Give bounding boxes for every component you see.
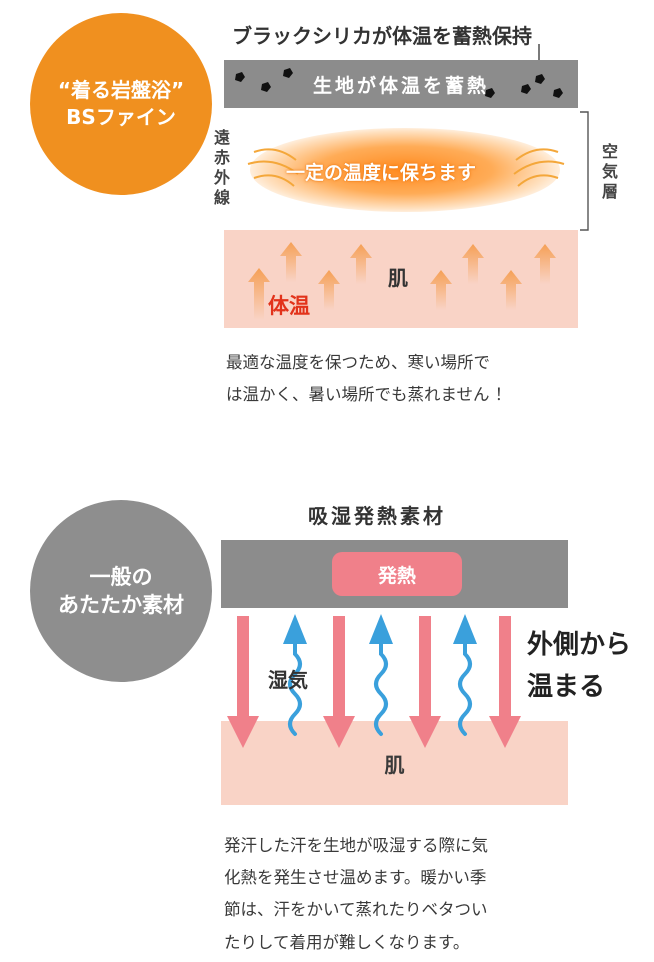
up-arrow — [248, 268, 270, 320]
up-arrow — [318, 270, 340, 310]
skin-layer-top — [224, 230, 578, 328]
skin-label-bottom: 肌 — [384, 752, 405, 777]
moisture-arrowhead — [283, 614, 307, 644]
silica-dot — [283, 68, 293, 78]
outside-warm-label: 外側から 温まる — [527, 625, 631, 708]
infrared-wave-icons — [247, 148, 565, 187]
moisture-arrowhead — [369, 614, 393, 644]
air-layer-bracket — [580, 111, 589, 231]
up-arrow — [430, 270, 452, 310]
down-arrow — [409, 616, 441, 748]
skin-label-top: 肌 — [388, 266, 408, 290]
black-silica-dots — [235, 68, 563, 98]
silica-dot — [485, 88, 495, 98]
moisture-wave — [458, 634, 472, 736]
silica-dot — [553, 88, 563, 98]
bottom-description: 発汗した汗を生地が吸湿する際に気 化熱を発生させ温めます。暖かい季 節は、汗をか… — [224, 830, 488, 959]
up-arrow — [534, 244, 556, 284]
heat-moisture-arrows — [227, 614, 521, 748]
silica-dot — [235, 72, 245, 82]
bs-fine-badge-line2: BSファイン — [66, 105, 176, 129]
top-description: 最適な温度を保つため、寒い場所で は温かく、暑い場所でも蒸れません ！ — [226, 347, 511, 411]
top-description-line2: は温かく、暑い場所でも蒸れません ！ — [226, 385, 512, 405]
up-arrow — [350, 244, 372, 284]
general-badge-line1: 一般の — [89, 564, 153, 589]
top-description-line1: 最適な温度を保つため、寒い場所で — [226, 353, 490, 372]
fabric-label-top: 生地が体温を蓄熱 — [312, 74, 489, 97]
moisture-arrowhead — [453, 614, 477, 644]
fabric-layer-top: 生地が体温を蓄熱 — [224, 60, 578, 108]
hygroscopic-heat-header: 吸湿発熱素材 — [308, 504, 446, 528]
body-temp-label: 体温 — [268, 294, 310, 318]
outside-warm-line1: 外側から — [527, 630, 632, 660]
bs-fine-badge: “着る岩盤浴” BSファイン — [30, 13, 212, 195]
body-temp-arrows — [248, 242, 556, 320]
bottom-description-line2: 化熱を発生させ温めます。暖かい季 — [224, 868, 487, 888]
silica-dot — [521, 84, 531, 94]
down-arrow — [323, 616, 355, 748]
silica-dot — [535, 74, 545, 84]
heat-glow — [250, 128, 560, 212]
silica-dot — [261, 82, 271, 92]
bs-fine-badge-line1: “着る岩盤浴” — [57, 78, 185, 102]
moisture-wave — [374, 634, 388, 736]
general-badge-line2: あたたか素材 — [58, 593, 184, 617]
bottom-description-line4: たりして着用が難しくなります。 — [224, 932, 470, 952]
constant-temperature-label: 一定の温度に保ちます — [286, 162, 477, 184]
outside-warm-line2: 温まる — [527, 671, 606, 702]
up-arrow — [500, 270, 522, 310]
moisture-wave — [288, 634, 302, 736]
general-material-badge: 一般の あたたか素材 — [30, 500, 212, 682]
heat-generation-badge: 発熱 — [332, 552, 462, 596]
up-arrow — [462, 244, 484, 284]
bottom-description-line1: 発汗した汗を生地が吸湿する際に気 — [224, 836, 488, 855]
moisture-label: 湿気 — [268, 668, 308, 692]
black-silica-header: ブラックシリカが体温を蓄熱保持 — [232, 24, 532, 48]
bottom-description-line3: 節は、汗をかいて蒸れたりベタつい — [224, 900, 488, 920]
far-infrared-label: 遠赤外線 — [213, 128, 230, 207]
down-arrow — [489, 616, 521, 748]
heat-label: 発熱 — [377, 564, 416, 587]
air-layer-label: 空気層 — [601, 142, 618, 201]
down-arrow — [227, 616, 259, 748]
up-arrow — [280, 242, 302, 282]
